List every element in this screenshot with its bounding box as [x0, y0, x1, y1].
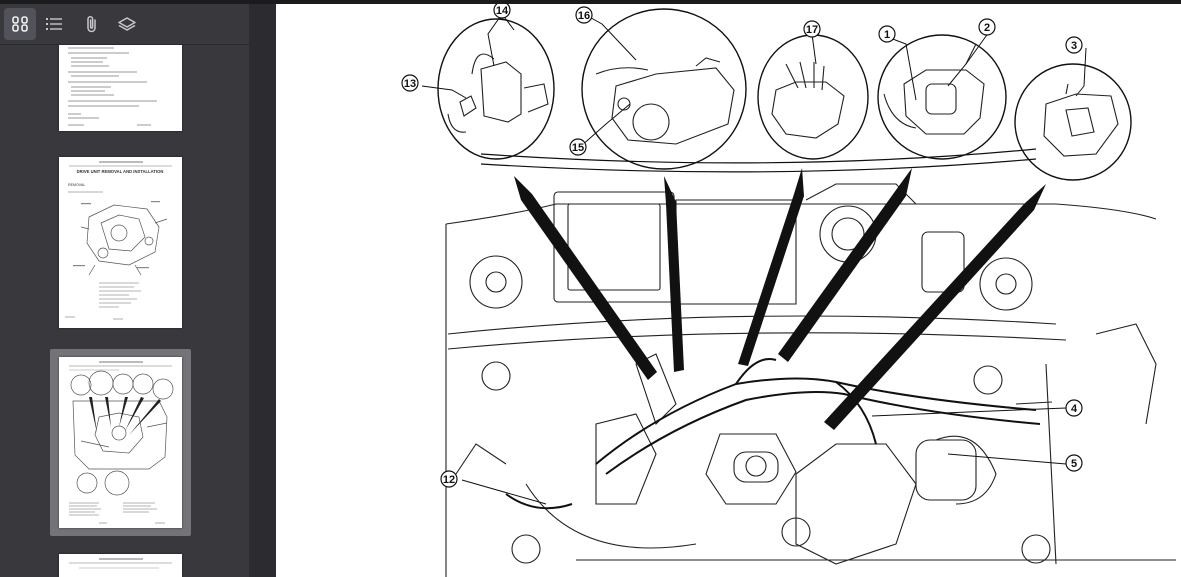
grid-icon [12, 16, 28, 32]
callout-15: 15 [569, 138, 587, 156]
page-thumbnail-4[interactable] [59, 554, 182, 577]
callout-12: 12 [440, 470, 458, 488]
svg-text:15: 15 [572, 142, 584, 154]
list-icon [46, 18, 62, 30]
page-thumbnail-3[interactable] [59, 357, 182, 528]
callout-17: 17 [803, 20, 821, 38]
svg-text:13: 13 [404, 78, 416, 90]
detail-circles [437, 8, 1132, 181]
detail-parts [447, 43, 1119, 157]
page-thumbnail-1[interactable] [59, 45, 182, 131]
page-2-subheading: REMOVAL [68, 183, 85, 187]
svg-text:16: 16 [578, 10, 590, 22]
page-thumbnail-image [69, 361, 174, 524]
thumbnails-view-button[interactable] [4, 8, 36, 40]
separator-lines [480, 148, 1037, 173]
window-top-strip [0, 0, 1181, 4]
svg-text:2: 2 [984, 22, 990, 34]
callout-5: 5 [1065, 454, 1083, 472]
page-2-heading: DRIVE UNIT REMOVAL AND INSTALLATION [77, 169, 164, 174]
page-thumbnail-image: DRIVE UNIT REMOVAL AND INSTALLATION REMO… [65, 161, 172, 320]
pointer-arrows [514, 168, 1046, 430]
svg-text:14: 14 [496, 5, 509, 17]
attachments-view-button[interactable] [76, 8, 108, 40]
callout-4: 4 [1065, 399, 1083, 417]
callout-3: 3 [1065, 36, 1083, 54]
svg-text:3: 3 [1071, 40, 1077, 52]
page-thumbnail-image [68, 47, 157, 126]
page-thumbnail-2[interactable]: DRIVE UNIT REMOVAL AND INSTALLATION REMO… [59, 157, 182, 328]
svg-text:1: 1 [884, 29, 890, 41]
svg-text:12: 12 [443, 474, 455, 486]
callout-labels: 14 16 17 1 2 3 [401, 4, 1083, 488]
outline-view-button[interactable] [38, 8, 70, 40]
sidebar: DRIVE UNIT REMOVAL AND INSTALLATION REMO… [0, 4, 249, 577]
sidebar-splitter[interactable] [249, 4, 276, 577]
document-viewer[interactable]: 14 16 17 1 2 3 [276, 4, 1181, 577]
paperclip-icon [87, 15, 96, 33]
callout-2: 2 [978, 18, 996, 36]
callout-13: 13 [401, 74, 419, 92]
svg-text:5: 5 [1071, 458, 1077, 470]
svg-text:17: 17 [806, 24, 818, 36]
engine-bay [445, 183, 1176, 577]
engine-wiring-diagram: 14 16 17 1 2 3 [401, 4, 1176, 577]
thumbnail-list[interactable]: DRIVE UNIT REMOVAL AND INSTALLATION REMO… [0, 45, 249, 577]
callout-14: 14 [493, 4, 511, 19]
page-thumbnail-image [69, 558, 172, 569]
sidebar-toolbar [0, 4, 249, 45]
callout-16: 16 [575, 6, 593, 24]
layers-icon [118, 17, 136, 31]
wiring-harness [505, 358, 1041, 510]
layers-view-button[interactable] [111, 8, 143, 40]
svg-text:4: 4 [1071, 403, 1078, 415]
callout-1: 1 [878, 25, 896, 43]
